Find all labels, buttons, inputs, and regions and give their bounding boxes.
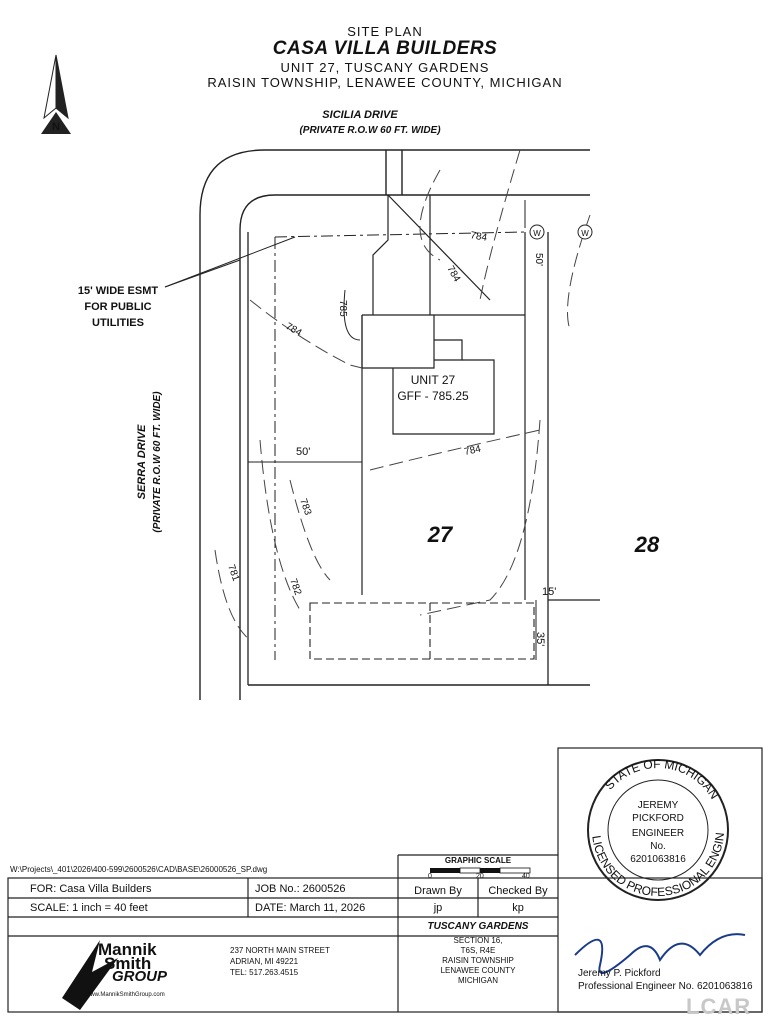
graphic-scale-bar <box>430 867 531 874</box>
unit-label: UNIT 27 <box>411 373 456 387</box>
gff-label: GFF - 785.25 <box>397 389 469 403</box>
firm-phone: TEL: 517.263.4515 <box>230 968 299 977</box>
lot-27-label: 27 <box>427 522 454 547</box>
seal-role: ENGINEER <box>632 828 684 839</box>
seal-no-label: No. <box>650 841 666 852</box>
dim-15: 15' <box>542 586 556 598</box>
seal-outer-bottom: LICENSED PROFESSIONAL ENGINEER <box>0 0 727 899</box>
contour-782: 782 <box>287 577 303 597</box>
street-row-left: (PRIVATE R.O.W 60 FT. WIDE) <box>152 391 163 533</box>
firm-logo-line-3: GROUP <box>112 968 168 985</box>
contour-784-b: 784 <box>444 264 462 284</box>
watermark-logo: LCAR <box>686 994 752 1019</box>
unit-line: UNIT 27, TUSCANY GARDENS <box>280 60 490 75</box>
scale-tick-40: 40 <box>522 873 530 880</box>
seal-outer-top: STATE OF MICHIGAN <box>602 757 721 802</box>
graphic-scale-title: GRAPHIC SCALE <box>444 856 512 865</box>
firm-website: www.MannikSmithGroup.com <box>86 992 165 998</box>
contour-781: 781 <box>225 563 241 583</box>
dim-50-left: 50' <box>296 446 310 458</box>
water-valve-icons <box>529 224 593 240</box>
contour-783: 783 <box>297 497 313 517</box>
title-block-frame <box>7 747 763 1013</box>
easement-label-2: FOR PUBLIC <box>84 301 151 313</box>
contours <box>214 149 591 641</box>
date-label: DATE: March 11, 2026 <box>255 902 366 914</box>
checked-by-label: Checked By <box>488 885 548 897</box>
seal-surname: PICKFORD <box>632 813 684 824</box>
contour-784-a: 784 <box>469 230 488 244</box>
job-label: JOB No.: 2600526 <box>255 883 346 895</box>
firm-logo-icon <box>62 940 118 1010</box>
north-letter: N <box>52 121 60 133</box>
easement-leaders <box>164 236 296 288</box>
project-line-5: MICHIGAN <box>458 976 498 985</box>
scale-label: SCALE: 1 inch = 40 feet <box>30 902 148 914</box>
dimension-lines <box>248 200 537 660</box>
firm-logo-line-2: Smith <box>104 954 152 973</box>
engineer-signature <box>574 933 746 974</box>
engineer-title: Professional Engineer No. 6201063816 <box>578 981 753 992</box>
lot-28-label: 28 <box>634 532 660 557</box>
firm-logo-line-1: Mannik <box>98 940 157 959</box>
project-line-3: RAISIN TOWNSHIP <box>442 956 514 965</box>
water-symbol-2: W <box>581 229 589 238</box>
project-line-4: LENAWEE COUNTY <box>440 966 516 975</box>
dim-35: 35' <box>534 632 546 646</box>
lot-lines <box>247 232 600 685</box>
drawn-by-label: Drawn By <box>414 885 462 897</box>
easement-label-1: 15' WIDE ESMT <box>78 285 159 297</box>
house-footprint <box>361 194 526 600</box>
engineer-seal: STATE OF MICHIGAN LICENSED PROFESSIONAL … <box>0 0 729 901</box>
driveway-outline <box>309 602 535 660</box>
street-name-left: SERRA DRIVE <box>136 424 148 499</box>
contour-784-d: 784 <box>463 444 482 458</box>
scale-tick-0: 0 <box>428 873 432 880</box>
project-line-1: SECTION 16, <box>453 936 503 945</box>
company-name: CASA VILLA BUILDERS <box>272 38 498 59</box>
seal-name: JEREMY <box>638 800 679 811</box>
sheet-title: SITE PLAN <box>347 24 423 39</box>
water-symbol-1: W <box>533 229 541 238</box>
for-label: FOR: Casa Villa Builders <box>30 883 152 895</box>
project-title: TUSCANY GARDENS <box>427 921 529 932</box>
project-line-2: T6S, R4E <box>460 946 496 955</box>
file-path: W:\Projects\_401\2026\400-599\2600526\CA… <box>10 865 268 874</box>
easement-label-3: UTILITIES <box>92 317 144 329</box>
engineer-name: Jeremy P. Pickford <box>578 968 661 979</box>
scale-tick-20: 20 <box>476 873 484 880</box>
street-row-top: (PRIVATE R.O.W 60 FT. WIDE) <box>299 125 441 136</box>
firm-address-2: ADRIAN, MI 49221 <box>230 957 299 966</box>
seal-number: 6201063816 <box>630 854 686 865</box>
checked-by-value: kp <box>512 902 524 914</box>
road-edges <box>199 149 590 700</box>
firm-address-1: 237 NORTH MAIN STREET <box>230 946 330 955</box>
contour-785-line <box>343 289 361 341</box>
contour-785: 785 <box>337 300 348 317</box>
street-name-top: SICILIA DRIVE <box>322 109 398 121</box>
drawn-by-value: jp <box>433 902 443 914</box>
dim-50-top: 50' <box>533 253 544 266</box>
north-arrow-icon: N <box>41 54 71 134</box>
easement-lines <box>274 231 526 660</box>
location-line: RAISIN TOWNSHIP, LENAWEE COUNTY, MICHIGA… <box>207 75 563 90</box>
